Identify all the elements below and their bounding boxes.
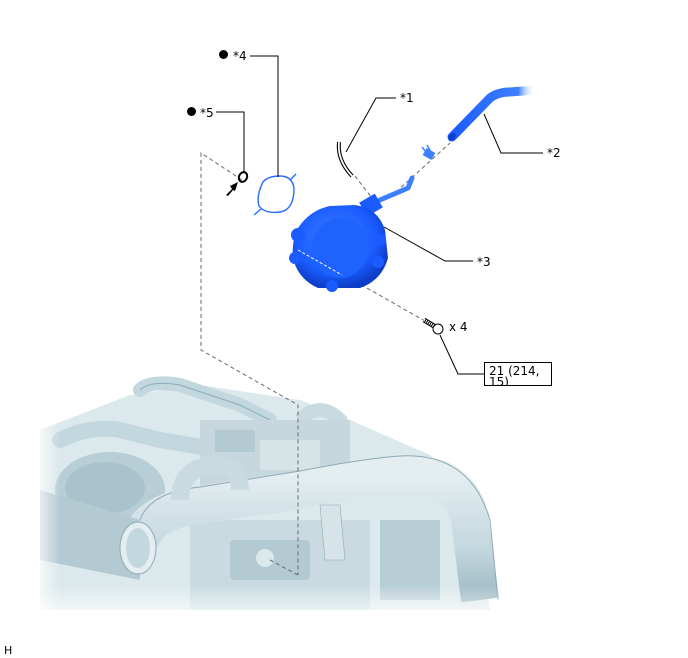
torque-spec-box: 21 (214, 15) (484, 362, 552, 386)
non-reusable-dot-icon (219, 50, 228, 59)
gasket-part (253, 173, 297, 216)
bolt-quantity: x 4 (449, 320, 468, 334)
clip-part (421, 144, 436, 160)
callout-vacuum-pump: *3 (477, 255, 491, 269)
bolt-part (422, 317, 444, 335)
leader-lines (216, 55, 543, 375)
callout-gasket: *4 (233, 49, 247, 63)
corner-code: H (4, 644, 13, 657)
callout-hose: *1 (400, 91, 414, 105)
vacuum-pump-part (289, 175, 415, 292)
pipe-part (447, 85, 540, 142)
hose-part (336, 141, 354, 178)
arrow-pointer-icon (226, 182, 238, 196)
assembly-guide-lines (200, 142, 451, 576)
engine-illustration (30, 376, 510, 625)
torque-line-2: 15) (489, 375, 509, 386)
callout-pipe: *2 (547, 146, 561, 160)
callout-o-ring: *5 (200, 106, 214, 120)
torque-line-1: 21 (214, (489, 364, 540, 378)
o-ring-part (237, 171, 249, 183)
non-reusable-dot-icon (187, 107, 196, 116)
